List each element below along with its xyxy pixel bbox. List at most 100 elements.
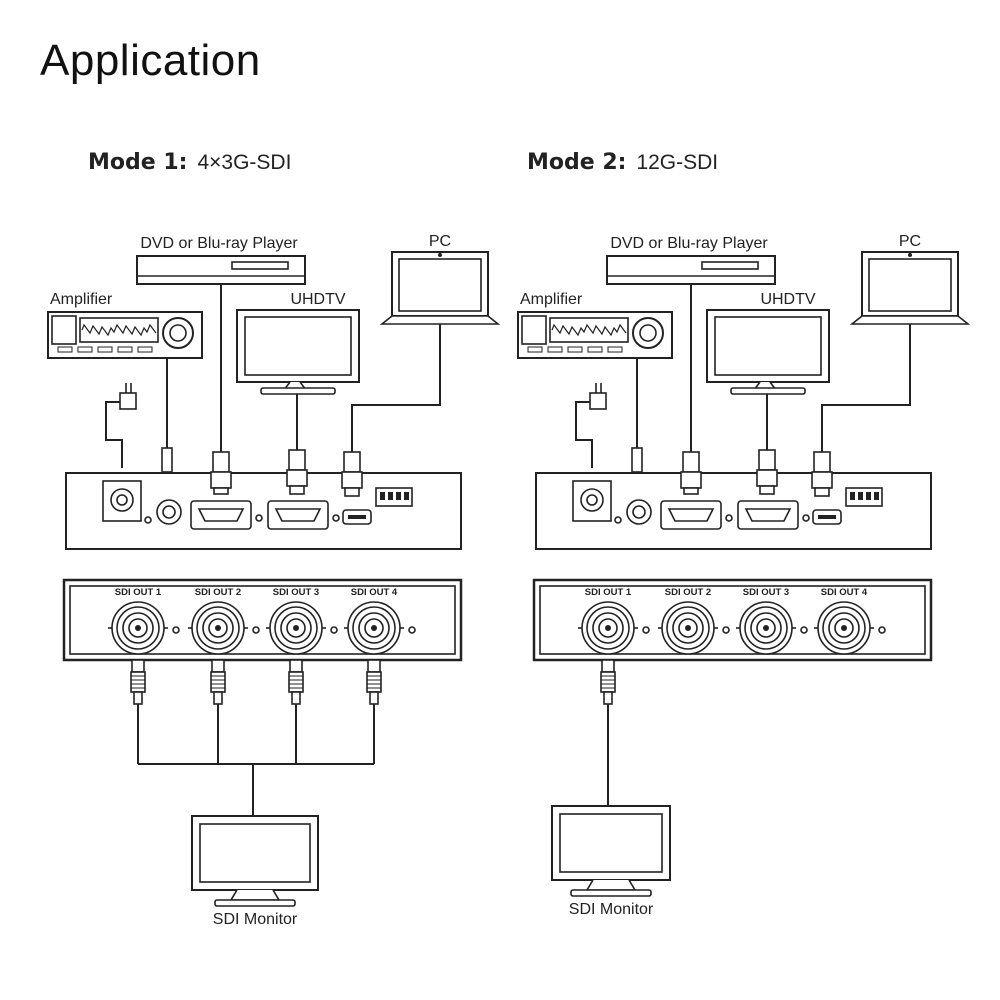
dip-switch-toggle bbox=[874, 492, 879, 500]
bnc-center bbox=[756, 618, 776, 638]
bnc-ring-inner bbox=[358, 612, 390, 644]
sdi-cables bbox=[130, 659, 382, 816]
amplifier-label: Amplifier bbox=[520, 291, 583, 308]
monitor-shape bbox=[191, 815, 319, 907]
laptop-lid bbox=[391, 251, 489, 317]
bnc-pin bbox=[763, 625, 769, 631]
hdmi-port bbox=[660, 500, 722, 530]
dip-switch-toggle bbox=[858, 492, 863, 500]
sdi-port-label: SDI OUT 1 bbox=[115, 587, 162, 598]
plug-strain bbox=[291, 691, 301, 705]
bnc-ring-inner bbox=[828, 612, 860, 644]
usb-port-slot bbox=[818, 515, 836, 519]
output-box-face bbox=[539, 585, 926, 655]
pc-label: PC bbox=[899, 233, 921, 250]
mode-1-heading: Mode 1:4×3G-SDI bbox=[88, 150, 291, 175]
input-box bbox=[65, 472, 462, 550]
tv-bezel bbox=[706, 309, 830, 383]
dip-switch-toggle bbox=[396, 492, 401, 500]
hdmi-plug-tip bbox=[814, 487, 830, 497]
bnc-ring bbox=[744, 606, 788, 650]
screw bbox=[878, 626, 886, 634]
plug-strain bbox=[603, 691, 613, 705]
volume-knob-center bbox=[639, 324, 657, 342]
plug-head bbox=[601, 659, 615, 673]
sdi-out-connector: SDI OUT 1 bbox=[578, 587, 650, 655]
hdmi-plug-tip bbox=[759, 485, 775, 495]
power-adapter bbox=[589, 392, 607, 410]
hdmi-port bbox=[737, 500, 799, 530]
screw bbox=[800, 626, 808, 634]
monitor-neck bbox=[229, 889, 281, 901]
plug-body bbox=[210, 671, 226, 693]
power-prongs bbox=[595, 383, 602, 393]
plug-head bbox=[131, 659, 145, 673]
dip-switch-toggle bbox=[850, 492, 855, 500]
bnc-center bbox=[208, 618, 228, 638]
sdi-monitor-label: SDI Monitor bbox=[213, 911, 298, 928]
bnc-cable-plug bbox=[366, 659, 382, 705]
hdmi-port-slot bbox=[197, 508, 245, 522]
monitor-shape bbox=[551, 805, 671, 897]
player-body bbox=[136, 255, 306, 285]
dip-switch-toggle bbox=[388, 492, 393, 500]
bnc-ring bbox=[274, 606, 318, 650]
pc-hdmi-cable bbox=[821, 324, 911, 452]
sdi-out-connector: SDI OUT 1 bbox=[108, 587, 180, 655]
plug-head bbox=[211, 659, 225, 673]
bnc-center bbox=[834, 618, 854, 638]
bnc-ring bbox=[196, 606, 240, 650]
dvd-player: DVD or Blu-ray Player bbox=[606, 235, 776, 285]
screw bbox=[802, 514, 810, 522]
usb-port-slot bbox=[348, 515, 366, 519]
sdi-out-connector: SDI OUT 3 bbox=[266, 587, 338, 655]
hdmi-port bbox=[190, 500, 252, 530]
bnc-center bbox=[286, 618, 306, 638]
hdmi-plug-boot bbox=[343, 451, 361, 473]
laptop-base bbox=[849, 315, 971, 325]
hdmi-plug-body bbox=[286, 469, 308, 487]
amp-button bbox=[547, 346, 563, 353]
hdmi-port bbox=[267, 500, 329, 530]
power-cable bbox=[105, 401, 123, 468]
power-prongs bbox=[125, 383, 132, 393]
monitor-screen bbox=[559, 813, 663, 873]
bnc-cable-plug bbox=[600, 659, 616, 705]
monitor-bezel bbox=[191, 815, 319, 891]
audio-jack bbox=[626, 499, 652, 525]
screw bbox=[252, 626, 260, 634]
amp-button bbox=[117, 346, 133, 353]
volume-knob-center bbox=[169, 324, 187, 342]
monitor-neck bbox=[585, 879, 637, 891]
hdmi-plug-body bbox=[341, 471, 363, 489]
pc-hdmi-cable bbox=[351, 324, 441, 452]
bnc-ring-inner bbox=[672, 612, 704, 644]
screw bbox=[332, 514, 340, 522]
amp-button bbox=[97, 346, 113, 353]
pc-label: PC bbox=[429, 233, 451, 250]
bnc-pin bbox=[685, 625, 691, 631]
sdi-port-label: SDI OUT 3 bbox=[273, 587, 319, 598]
sdi-port-label: SDI OUT 3 bbox=[743, 587, 789, 598]
pc-laptop: PC bbox=[849, 233, 971, 325]
output-box-face bbox=[69, 585, 456, 655]
hdmi-plug-tip bbox=[683, 487, 699, 495]
power-jack bbox=[572, 480, 612, 522]
power-jack-ring bbox=[110, 488, 134, 512]
power-jack-pin bbox=[586, 494, 598, 506]
sdi-port-label: SDI OUT 4 bbox=[821, 587, 868, 598]
uhdtv-label: UHDTV bbox=[290, 291, 345, 308]
audio-plug bbox=[631, 447, 643, 473]
screw bbox=[255, 514, 263, 522]
screw bbox=[725, 514, 733, 522]
amp-waveform bbox=[81, 323, 157, 337]
bnc-pin bbox=[135, 625, 141, 631]
mode-1-label: Mode 1: bbox=[88, 150, 188, 175]
hdmi-plug-body bbox=[680, 471, 702, 489]
amp-button bbox=[57, 346, 73, 353]
bnc-pin bbox=[215, 625, 221, 631]
hdmi-plug-boot bbox=[212, 451, 230, 473]
